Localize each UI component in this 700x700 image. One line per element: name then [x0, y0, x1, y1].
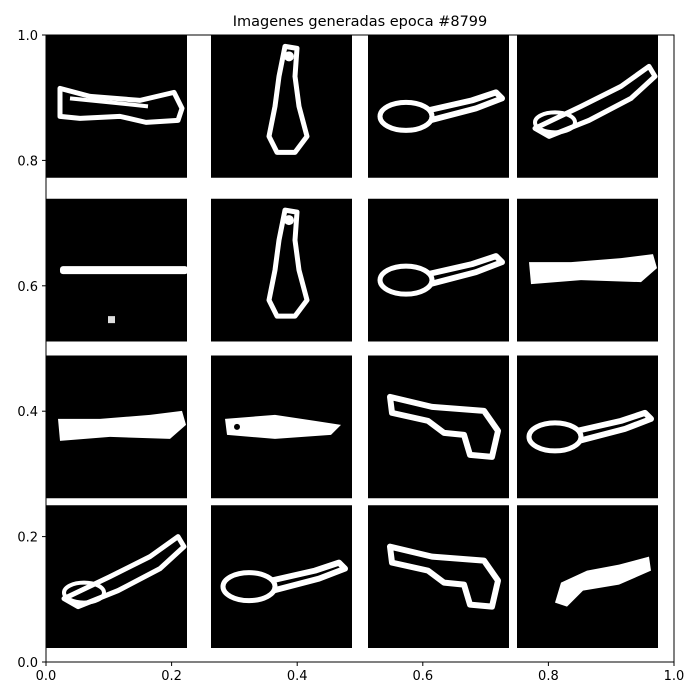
y-tick-label: 0.2 [17, 531, 38, 546]
tile-shape [108, 316, 115, 324]
tile-shape [427, 89, 505, 124]
tile-shape [58, 410, 186, 441]
tile-shape [60, 266, 188, 275]
x-tick-label: 1.0 [664, 669, 685, 684]
image-tile [368, 355, 509, 499]
axes-frame [45, 34, 675, 663]
image-tile [368, 505, 509, 648]
tile-shape [377, 99, 435, 133]
x-tick-label: 0.2 [161, 669, 182, 684]
tile-content [532, 63, 658, 139]
y-tick-label: 1.0 [17, 29, 38, 44]
x-tick-label: 0.8 [538, 669, 559, 684]
tile-content [526, 409, 654, 454]
image-tile [211, 355, 352, 499]
tile-content [266, 207, 310, 319]
tile-background [517, 35, 658, 178]
axes: 0.0 0.2 0.4 0.6 0.8 1.0 0.0 0.2 0.4 0.6 0.8 1.0 [17, 29, 684, 684]
tile-shape [576, 409, 654, 444]
image-tile [46, 505, 187, 648]
tile-content [58, 410, 186, 441]
tile-shape [387, 543, 501, 610]
chart-title: Imagenes generadas epoca #8799 [233, 14, 488, 30]
tile-shape [526, 420, 584, 454]
tile-content [377, 89, 505, 133]
tile-shape [270, 559, 348, 594]
tile-background [46, 505, 187, 648]
image-tile [368, 198, 509, 342]
x-tick-label: 0.6 [412, 669, 433, 684]
tile-content [266, 43, 310, 155]
tile-content [377, 253, 505, 297]
y-tick-label: 0.4 [17, 405, 38, 420]
tile-content [387, 393, 501, 460]
tile-shape [69, 96, 149, 109]
tile-shape [62, 580, 106, 605]
image-tile [46, 355, 187, 499]
tile-shape [284, 215, 294, 226]
image-tile [211, 505, 352, 648]
image-tiles [46, 35, 658, 648]
image-tile [46, 198, 188, 342]
image-tile [517, 35, 658, 178]
tile-shape [57, 85, 185, 125]
y-tick-label: 0.0 [17, 656, 38, 671]
tile-shape [427, 253, 505, 288]
tile-shape [266, 207, 310, 319]
tile-shape [387, 393, 501, 460]
image-tile [211, 198, 352, 342]
image-tile [517, 505, 658, 648]
tile-content [57, 85, 185, 125]
tile-content [387, 543, 501, 610]
x-tick-label: 0.4 [287, 669, 308, 684]
tile-shape [555, 556, 651, 607]
tile-shape [529, 254, 657, 285]
tile-content [61, 534, 187, 610]
tile-shape [284, 51, 294, 62]
image-tile [368, 35, 509, 178]
tile-shape [266, 43, 310, 155]
tile-content [225, 414, 341, 439]
image-tile [46, 35, 187, 178]
tile-shape [533, 110, 577, 135]
tile-content [60, 266, 188, 324]
tile-shape [377, 263, 435, 297]
y-tick-label: 0.6 [17, 280, 38, 295]
image-tile [517, 355, 658, 499]
tile-content [555, 556, 651, 607]
tile-shape [220, 570, 278, 604]
tile-shape [234, 423, 240, 430]
y-tick-label: 0.8 [17, 154, 38, 169]
x-tick-label: 0.0 [36, 669, 57, 684]
tile-background [46, 35, 187, 178]
image-tile [211, 35, 352, 178]
tile-content [529, 254, 657, 285]
tile-content [220, 559, 348, 604]
image-tile [517, 198, 658, 342]
tile-shape [225, 414, 341, 439]
